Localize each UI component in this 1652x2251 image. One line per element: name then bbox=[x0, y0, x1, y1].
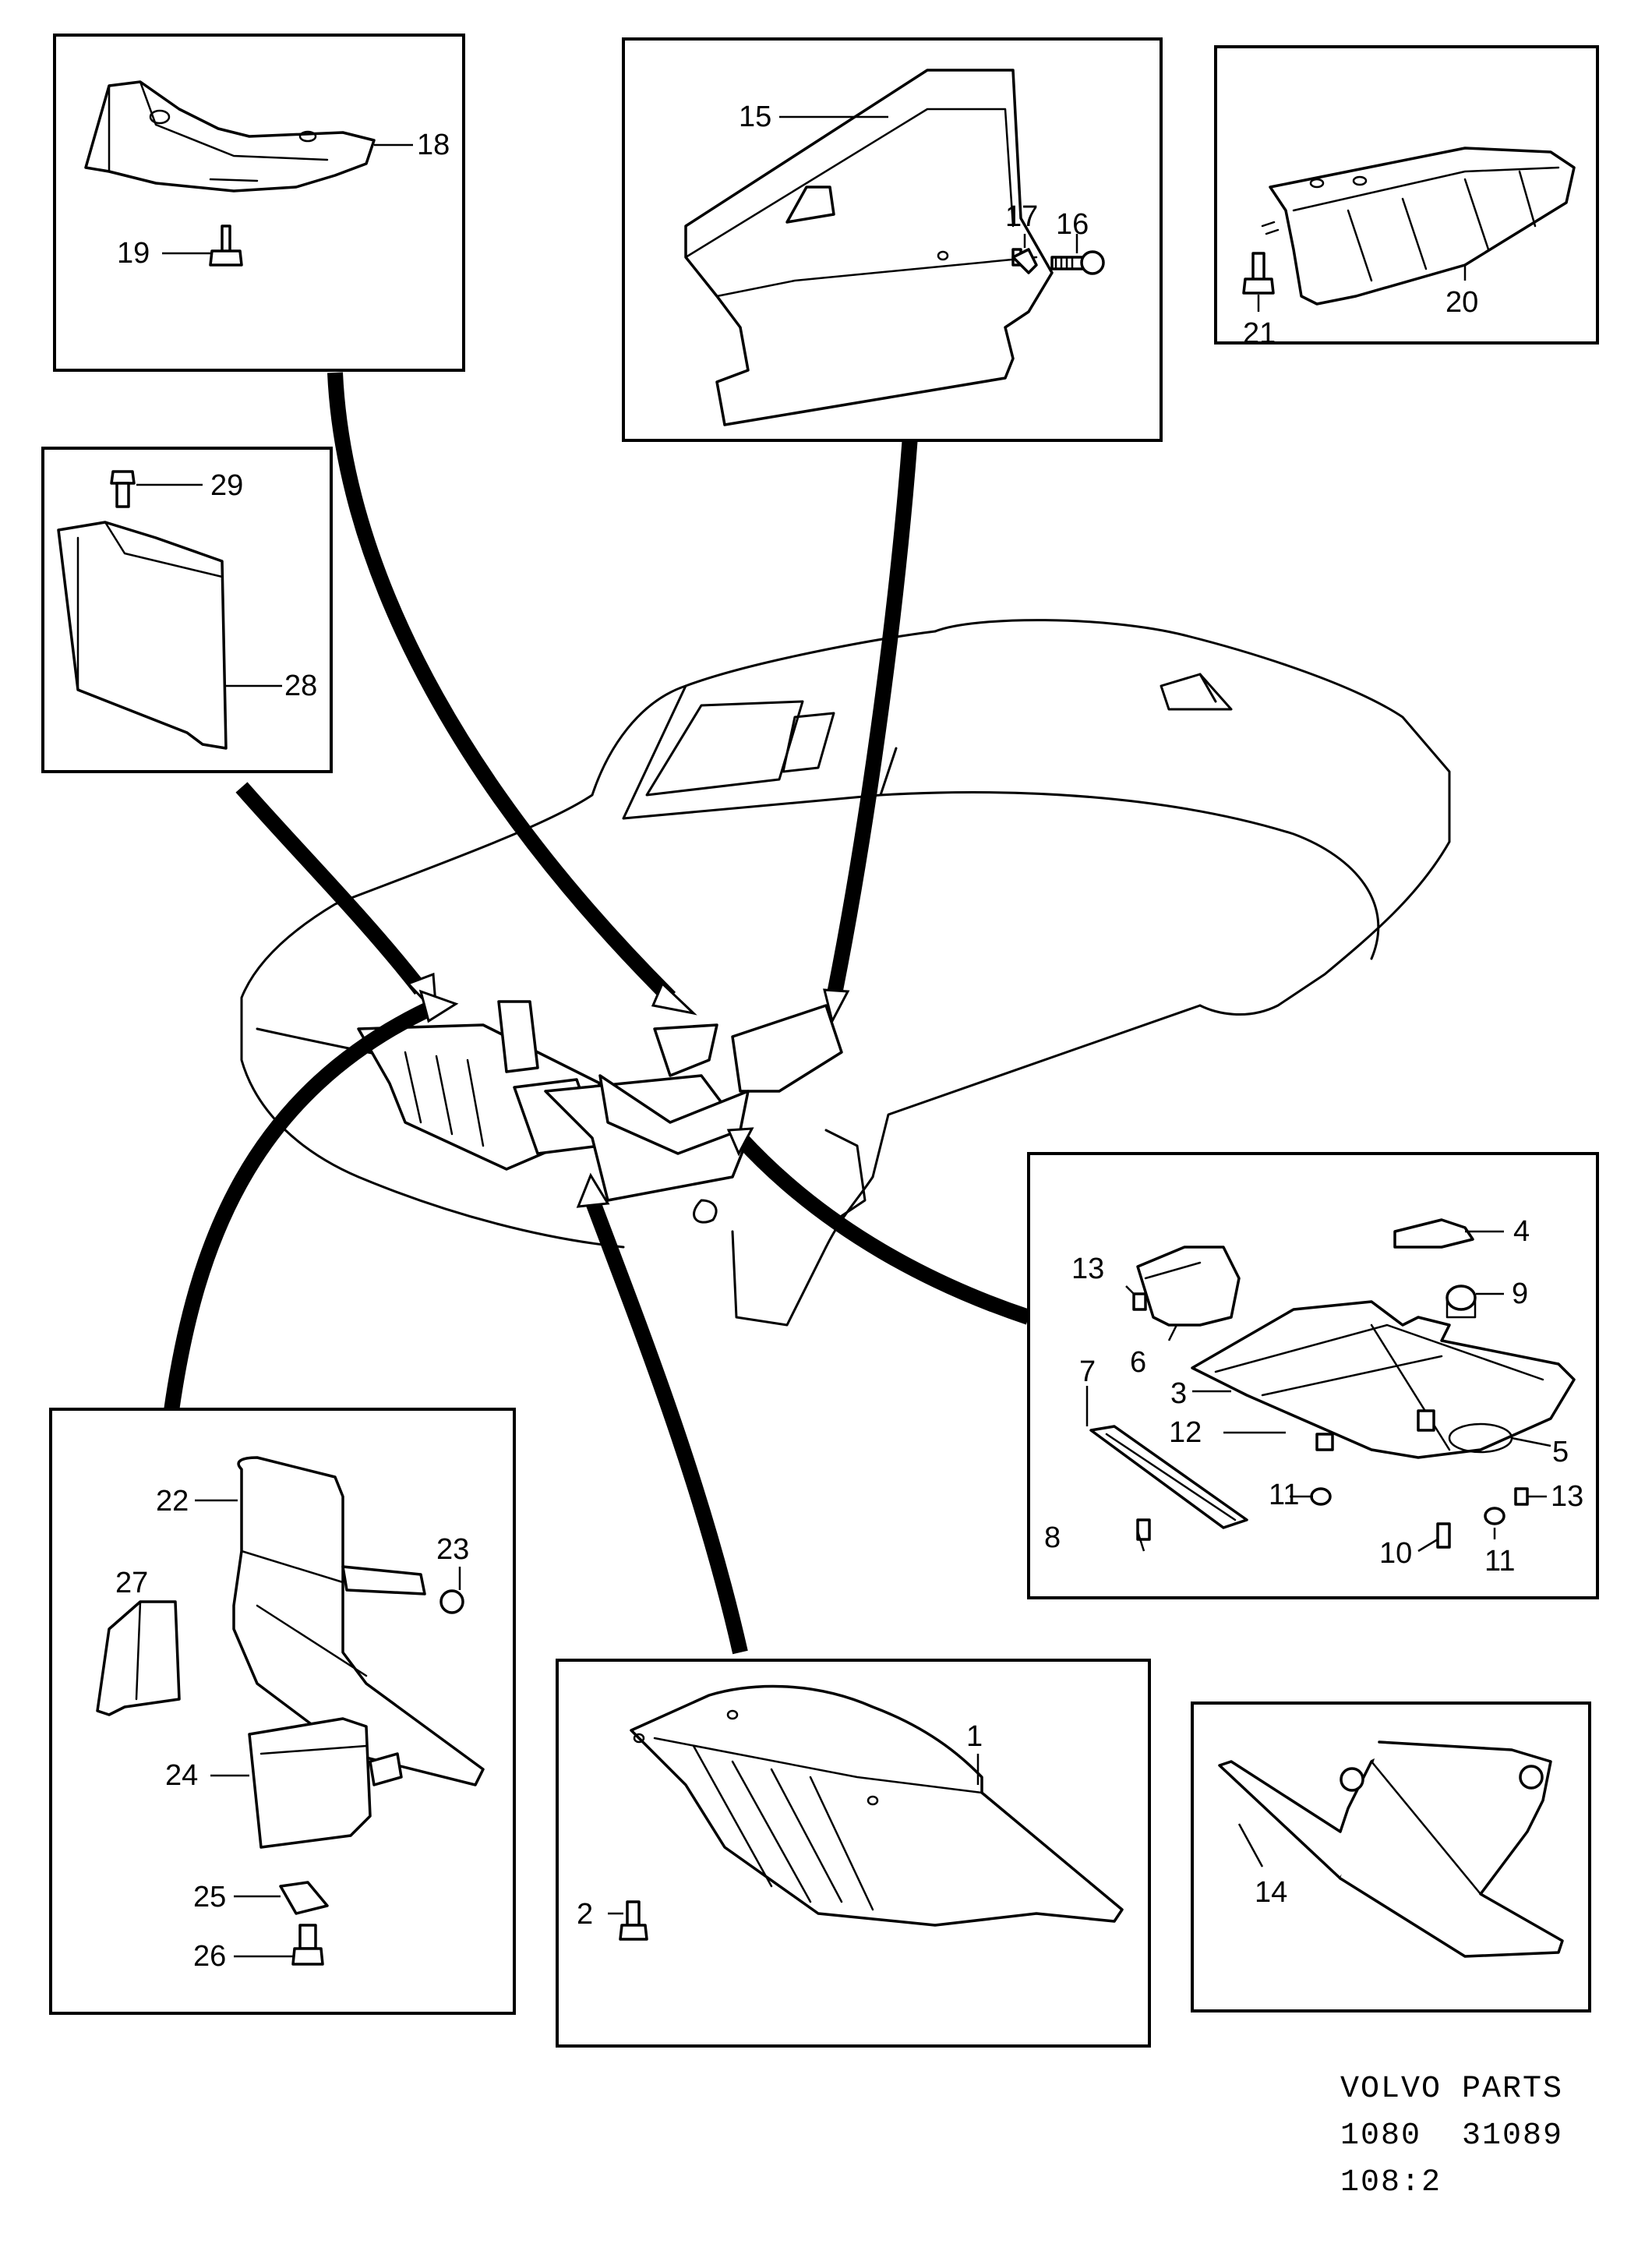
panel-parts-20-21 bbox=[1214, 45, 1599, 345]
connector-arrows bbox=[164, 372, 1032, 1655]
callout-numbers: 1 2 3 4 5 6 7 8 9 10 11 11 12 13 13 14 1… bbox=[115, 101, 1583, 1973]
footer-page-ref: 108:2 bbox=[1340, 2165, 1442, 2200]
callout-4: 4 bbox=[1513, 1215, 1530, 1248]
callout-12: 12 bbox=[1169, 1416, 1202, 1449]
callout-15: 15 bbox=[739, 101, 771, 133]
callout-23: 23 bbox=[436, 1533, 469, 1566]
callout-11a: 11 bbox=[1269, 1479, 1299, 1511]
callout-7: 7 bbox=[1079, 1355, 1096, 1388]
callout-27: 27 bbox=[115, 1567, 148, 1599]
callout-24: 24 bbox=[165, 1759, 198, 1792]
panel-parts-22-27 bbox=[49, 1408, 516, 2015]
callout-3: 3 bbox=[1170, 1377, 1187, 1410]
callout-14: 14 bbox=[1255, 1876, 1287, 1909]
callout-10: 10 bbox=[1379, 1537, 1412, 1570]
callout-25: 25 bbox=[193, 1881, 226, 1914]
footer: VOLVO PARTS 1080 31089 108:2 bbox=[1340, 2072, 1563, 2200]
callout-2: 2 bbox=[577, 1898, 593, 1931]
footer-brand: VOLVO PARTS bbox=[1340, 2072, 1563, 2107]
panel-parts-1-2 bbox=[556, 1659, 1151, 2048]
car-shields bbox=[357, 1000, 843, 1202]
callout-5: 5 bbox=[1552, 1436, 1569, 1468]
callout-8: 8 bbox=[1044, 1521, 1061, 1554]
callout-leaders bbox=[136, 115, 1551, 1958]
callout-1: 1 bbox=[966, 1720, 983, 1753]
panel-part-14 bbox=[1191, 1702, 1591, 2012]
callout-13a: 13 bbox=[1071, 1253, 1104, 1285]
callout-16: 16 bbox=[1056, 208, 1089, 241]
footer-catalog-number: 1080 31089 bbox=[1340, 2118, 1563, 2154]
callout-26: 26 bbox=[193, 1940, 226, 1973]
callout-6: 6 bbox=[1130, 1346, 1146, 1379]
callout-9: 9 bbox=[1512, 1277, 1528, 1310]
callout-21: 21 bbox=[1243, 317, 1276, 350]
callout-22: 22 bbox=[156, 1485, 189, 1518]
callout-29: 29 bbox=[210, 469, 243, 502]
callout-20: 20 bbox=[1446, 286, 1478, 319]
callout-18: 18 bbox=[417, 129, 450, 161]
panel-parts-18-19 bbox=[53, 34, 465, 372]
panel-parts-28-29 bbox=[41, 447, 333, 773]
callout-13b: 13 bbox=[1551, 1480, 1583, 1513]
callout-17: 17 bbox=[1005, 200, 1038, 233]
callout-11b: 11 bbox=[1484, 1545, 1515, 1578]
callout-28: 28 bbox=[284, 670, 317, 702]
panel-parts-15-16-17 bbox=[622, 37, 1163, 442]
panel-parts-3-13 bbox=[1027, 1152, 1599, 1599]
callout-19: 19 bbox=[117, 237, 150, 270]
